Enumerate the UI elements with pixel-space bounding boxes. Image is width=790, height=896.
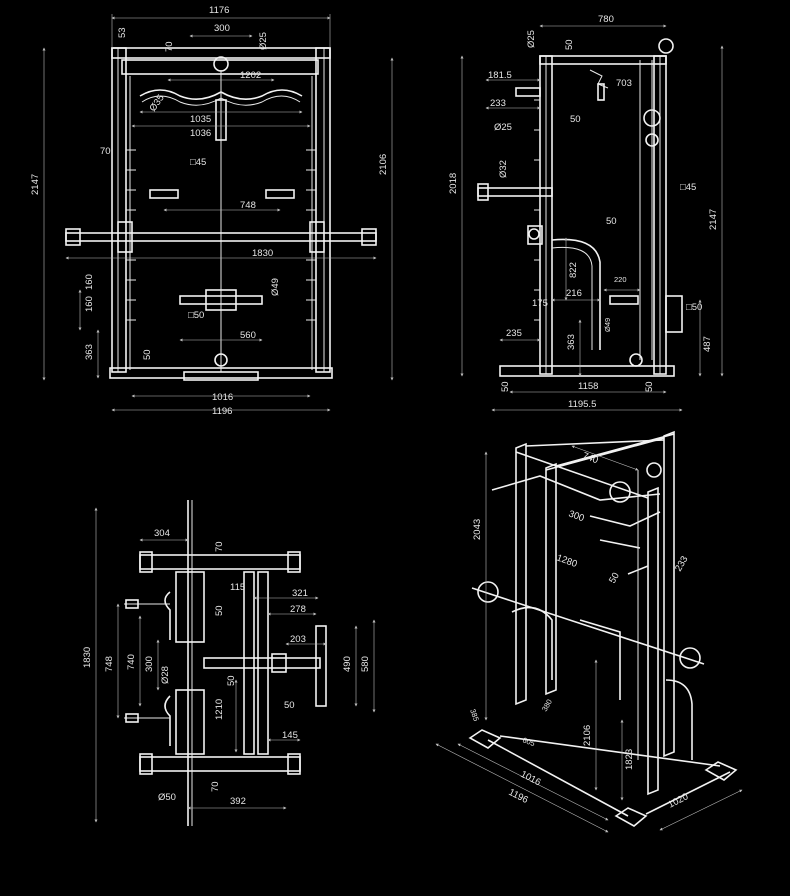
dim-front-160a: 160 (84, 274, 95, 290)
dim-iso-380: 380 (540, 698, 554, 713)
dim-side-50: 50 (564, 39, 575, 50)
dim-side-sq45: □45 (680, 182, 696, 193)
dim-top-580: 580 (360, 656, 371, 672)
dim-top-d28: Ø28 (160, 666, 171, 684)
dim-top-50: 50 (214, 605, 225, 616)
dim-front-1830: 1830 (252, 248, 273, 259)
iso-left-front-upright (515, 442, 527, 706)
dim-front-363: 363 (84, 344, 95, 360)
dim-side-2018: 2018 (448, 173, 459, 194)
iso-right-front-upright (647, 486, 659, 796)
dim-side-d25: Ø25 (526, 30, 537, 48)
dim-front-d49: Ø49 (270, 278, 281, 296)
dim-iso-740: 740 (581, 450, 600, 466)
dim-side-sq50: □50 (686, 302, 702, 313)
dim-side-2147: 2147 (708, 209, 719, 230)
dim-side-233: 233 (490, 98, 506, 109)
dim-iso-1016: 1016 (519, 769, 543, 788)
dim-top-70: 70 (214, 541, 225, 552)
side-base (499, 365, 675, 377)
front-left-upright (111, 47, 127, 373)
dim-top-278: 278 (290, 604, 306, 615)
dim-front-160b: 160 (84, 296, 95, 312)
dim-side-50c: 50 (606, 216, 617, 227)
dim-front-50: 50 (142, 349, 153, 360)
dim-front-2106: 2106 (378, 154, 389, 175)
dim-front-2147: 2147 (30, 174, 41, 195)
dim-side-50e: 50 (644, 381, 655, 392)
dim-side-235: 235 (506, 328, 522, 339)
front-right-upright (315, 47, 331, 373)
dim-side-703: 703 (616, 78, 632, 89)
dim-side-780: 780 (598, 14, 614, 25)
dim-front-sq50: □50 (188, 310, 204, 321)
dim-iso-1823: 1823 (624, 749, 635, 770)
dim-front-300: 300 (214, 23, 230, 34)
dim-iso-1020: 1020 (666, 791, 690, 810)
dim-top-740: 740 (126, 654, 137, 670)
dim-top-50c: 50 (284, 700, 295, 711)
dim-top-321: 321 (292, 588, 308, 599)
front-view: 1176 300 53 70 Ø25 1202 2147 2106 Ø35 10… (30, 5, 394, 417)
dim-iso-605: 605 (521, 735, 536, 748)
dim-front-1196: 1196 (212, 406, 232, 417)
dim-front-560: 560 (240, 330, 256, 341)
dim-side-d25b: Ø25 (494, 122, 512, 133)
dim-iso-50: 50 (607, 571, 622, 586)
dim-iso-300: 300 (567, 508, 586, 524)
dim-side-220: 220 (614, 275, 627, 284)
dim-side-216: 216 (566, 288, 582, 299)
dim-top-748: 748 (104, 656, 115, 672)
dim-top-203: 203 (290, 634, 306, 645)
dim-front-1016: 1016 (212, 392, 233, 403)
dim-side-363: 363 (566, 334, 577, 350)
dim-top-304: 304 (154, 528, 170, 539)
dim-top-50b: 50 (226, 675, 237, 686)
dim-top-145: 145 (282, 730, 298, 741)
dim-top-115: 115 (230, 582, 245, 593)
side-view: 780 Ø25 50 181.5 703 233 Ø25 50 Ø32 2018… (448, 14, 724, 412)
dim-side-1195: 1195.5 (568, 399, 596, 410)
top-view: 304 70 115 321 278 50 203 1830 748 740 3… (82, 500, 376, 826)
dim-front-1202: 1202 (240, 70, 261, 81)
dim-front-53: 53 (117, 27, 128, 38)
dim-front-70b: 70 (100, 146, 111, 157)
dim-iso-385: 385 (468, 708, 481, 723)
dim-side-822: 822 (568, 262, 579, 278)
dim-top-1830: 1830 (82, 647, 93, 668)
dim-side-d32: Ø32 (498, 160, 509, 178)
dim-side-d49: Ø49 (603, 318, 612, 332)
dim-front-sq45: □45 (190, 157, 206, 168)
dim-iso-2043: 2043 (472, 519, 483, 540)
dim-top-70b: 70 (210, 781, 221, 792)
dim-front-70: 70 (164, 41, 175, 52)
top-lower-beam (139, 756, 301, 772)
dim-side-487: 487 (702, 336, 713, 352)
dim-front-d25: Ø25 (258, 32, 269, 50)
dim-side-181: 181.5 (488, 70, 512, 81)
dim-side-1158: 1158 (578, 381, 598, 392)
dim-side-175: 175 (532, 298, 548, 309)
dim-side-50b: 50 (570, 114, 581, 125)
dim-side-50d: 50 (500, 381, 511, 392)
dim-top-300: 300 (144, 656, 155, 672)
dim-iso-1196: 1196 (507, 787, 530, 806)
dim-iso-1280: 1280 (555, 552, 579, 570)
dim-front-1176: 1176 (209, 5, 229, 16)
iso-barbell (471, 587, 705, 665)
dim-front-1036: 1036 (190, 128, 211, 139)
dim-top-490: 490 (342, 656, 353, 672)
top-upper-beam (139, 554, 301, 570)
front-pulley (213, 56, 229, 72)
dim-iso-233: 233 (673, 554, 690, 573)
isometric-view: 740 2043 300 1280 50 233 385 380 605 210… (435, 430, 743, 833)
dim-top-392: 392 (230, 796, 246, 807)
dim-front-1035: 1035 (190, 114, 211, 125)
dim-iso-2106: 2106 (582, 725, 593, 746)
dim-top-d50: Ø50 (158, 792, 176, 803)
dim-top-1210: 1210 (214, 699, 225, 720)
dim-front-748: 748 (240, 200, 256, 211)
